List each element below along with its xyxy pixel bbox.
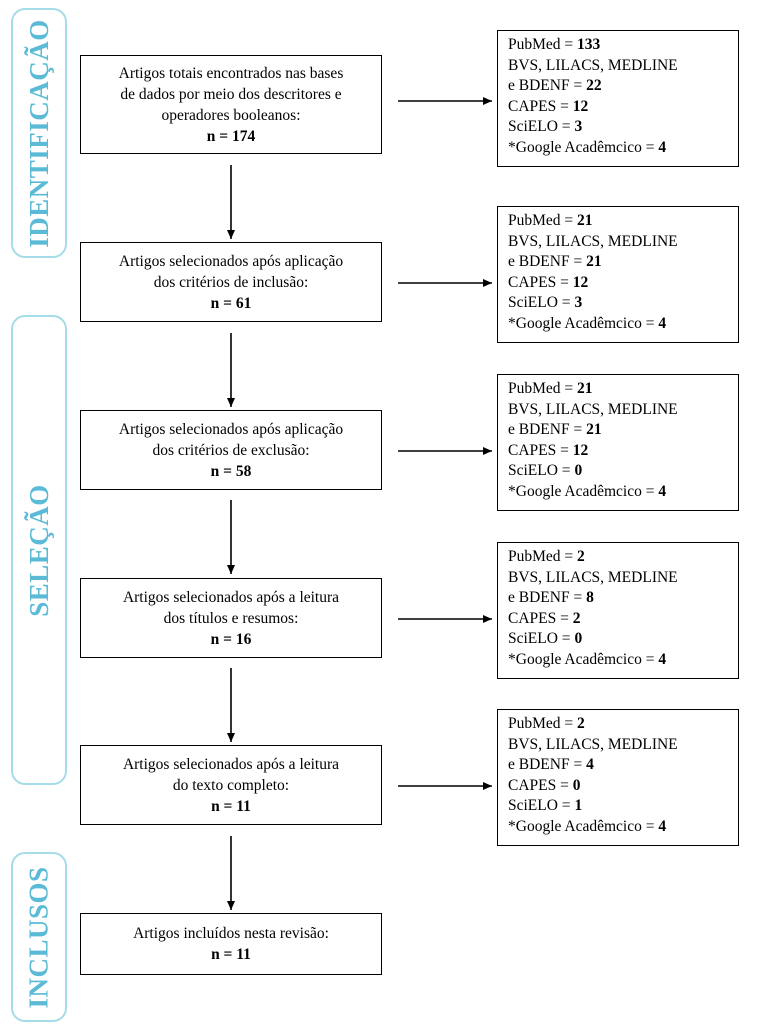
step-text-line: do texto completo: bbox=[172, 776, 290, 794]
step-exclusao-box: Artigos selecionados após aplicação dos … bbox=[80, 410, 382, 490]
source-line-pubmed: PubMed = 21 bbox=[508, 380, 593, 397]
step-text-line: operadores booleanos: bbox=[161, 106, 301, 124]
source-line-pubmed: PubMed = 2 bbox=[508, 715, 585, 732]
step-identificacao-box: Artigos totais encontrados nas bases de … bbox=[80, 55, 382, 154]
sources-box-5: PubMed = 2 BVS, LILACS, MEDLINE e BDENF … bbox=[497, 709, 739, 846]
step-text-line: dos critérios de inclusão: bbox=[153, 273, 309, 291]
sources-box-2: PubMed = 21 BVS, LILACS, MEDLINE e BDENF… bbox=[497, 206, 739, 343]
source-line-scielo: SciELO = 1 bbox=[508, 797, 583, 814]
sources-box-3: PubMed = 21 BVS, LILACS, MEDLINE e BDENF… bbox=[497, 374, 739, 511]
step-count: n = 174 bbox=[206, 127, 256, 145]
step-text-line: Artigos totais encontrados nas bases bbox=[118, 64, 344, 82]
step-inclusao-box: Artigos selecionados após aplicação dos … bbox=[80, 242, 382, 322]
step-titulos-resumos-box: Artigos selecionados após a leitura dos … bbox=[80, 578, 382, 658]
step-count: n = 61 bbox=[210, 294, 252, 312]
source-line-google: *Google Acadêmcico = 4 bbox=[508, 314, 667, 332]
source-line-bdenf: e BDENF = 21 bbox=[508, 421, 602, 438]
phase-selecao: SELEÇÃO bbox=[11, 315, 67, 785]
source-line-google: *Google Acadêmcico = 4 bbox=[508, 650, 667, 668]
source-line-bdenf: e BDENF = 8 bbox=[508, 589, 594, 606]
source-line-bvs: BVS, LILACS, MEDLINE bbox=[508, 735, 678, 753]
step-count: n = 58 bbox=[210, 462, 252, 480]
step-texto-completo-box: Artigos selecionados após a leitura do t… bbox=[80, 745, 382, 825]
source-line-pubmed: PubMed = 2 bbox=[508, 548, 585, 565]
source-line-bvs: BVS, LILACS, MEDLINE bbox=[508, 568, 678, 586]
step-count: n = 11 bbox=[211, 797, 251, 815]
source-line-bdenf: e BDENF = 21 bbox=[508, 253, 602, 270]
source-line-google: *Google Acadêmcico = 4 bbox=[508, 138, 667, 156]
step-text-line: Artigos selecionados após aplicação bbox=[118, 252, 344, 270]
step-count: n = 11 bbox=[211, 946, 251, 963]
step-text-line: Artigos incluídos nesta revisão: bbox=[133, 925, 329, 942]
phase-identificacao: IDENTIFICAÇÃO bbox=[11, 8, 67, 258]
source-line-capes: CAPES = 12 bbox=[508, 441, 589, 459]
source-line-capes: CAPES = 12 bbox=[508, 97, 589, 115]
source-line-scielo: SciELO = 0 bbox=[508, 630, 583, 647]
step-text-line: Artigos selecionados após a leitura bbox=[122, 588, 340, 606]
source-line-google: *Google Acadêmcico = 4 bbox=[508, 482, 667, 500]
step-text-line: dos títulos e resumos: bbox=[163, 609, 299, 627]
source-line-capes: CAPES = 0 bbox=[508, 776, 581, 794]
step-text-line: de dados por meio dos descritores e bbox=[120, 85, 342, 103]
source-line-bvs: BVS, LILACS, MEDLINE bbox=[508, 400, 678, 418]
phase-inclusos: INCLUSOS bbox=[11, 852, 67, 1022]
step-text-line: Artigos selecionados após a leitura bbox=[122, 755, 340, 773]
source-line-bdenf: e BDENF = 4 bbox=[508, 756, 594, 773]
source-line-capes: CAPES = 12 bbox=[508, 273, 589, 291]
source-line-scielo: SciELO = 3 bbox=[508, 118, 583, 135]
source-line-pubmed: PubMed = 21 bbox=[508, 212, 593, 229]
sources-box-1: PubMed = 133 BVS, LILACS, MEDLINE e BDEN… bbox=[497, 30, 739, 167]
source-line-scielo: SciELO = 0 bbox=[508, 462, 583, 479]
source-line-scielo: SciELO = 3 bbox=[508, 294, 583, 311]
step-text-line: Artigos selecionados após aplicação bbox=[118, 420, 344, 438]
source-line-bvs: BVS, LILACS, MEDLINE bbox=[508, 232, 678, 250]
source-line-bdenf: e BDENF = 22 bbox=[508, 77, 602, 94]
step-incluidos-box: Artigos incluídos nesta revisão: n = 11 bbox=[80, 913, 382, 975]
side-arrows bbox=[398, 97, 492, 790]
source-line-bvs: BVS, LILACS, MEDLINE bbox=[508, 56, 678, 74]
step-count: n = 16 bbox=[210, 630, 252, 648]
sources-box-4: PubMed = 2 BVS, LILACS, MEDLINE e BDENF … bbox=[497, 542, 739, 679]
step-text-line: dos critérios de exclusão: bbox=[152, 441, 310, 459]
source-line-pubmed: PubMed = 133 bbox=[508, 36, 601, 53]
source-line-capes: CAPES = 2 bbox=[508, 609, 581, 627]
source-line-google: *Google Acadêmcico = 4 bbox=[508, 817, 667, 835]
